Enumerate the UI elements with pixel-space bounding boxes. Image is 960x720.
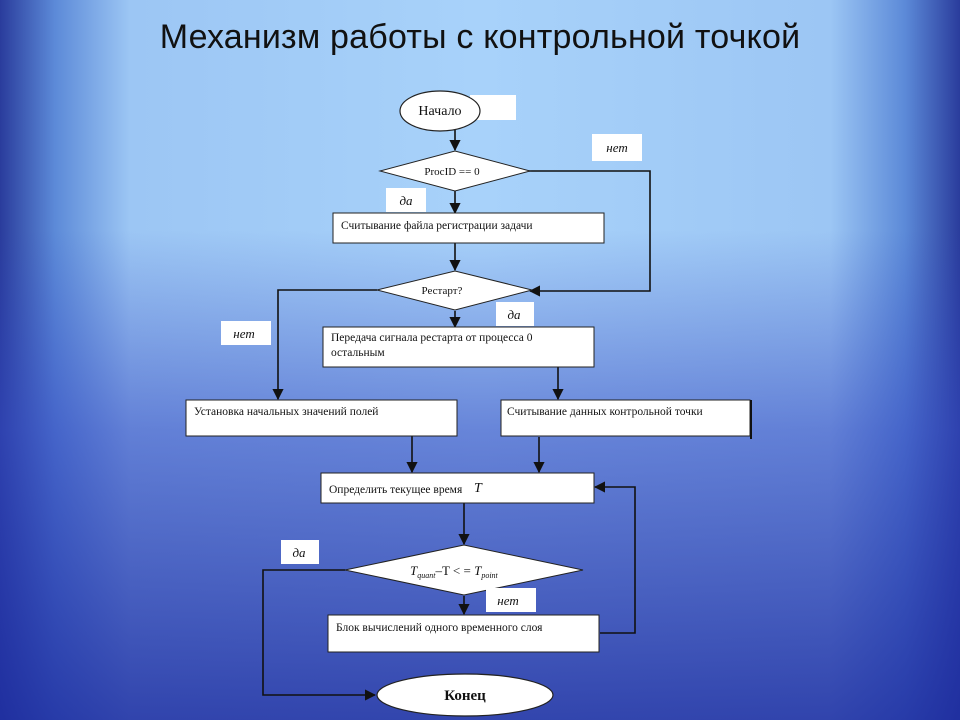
process-pass-signal (322, 326, 595, 368)
decision-time (344, 544, 584, 596)
arrow-procid-no (528, 170, 651, 297)
label-no-2: нет (233, 326, 254, 341)
label-yes-2-bg (496, 302, 534, 326)
process-read-checkpoint (500, 399, 751, 437)
end-label: Конец (444, 688, 486, 704)
decision-procid (378, 150, 532, 192)
process-compute-layer-label: Блок вычислений одного временного слоя (336, 622, 543, 634)
label-yes-1: да (399, 193, 413, 208)
start-label: Начало (418, 104, 461, 119)
process-compute-layer (327, 614, 600, 653)
label-no-3: нет (497, 593, 518, 608)
decision-restart (376, 270, 533, 311)
label-yes-3: да (292, 545, 306, 560)
process-get-time-var: T (474, 481, 483, 496)
decision-restart-label: Рестарт? (422, 285, 463, 297)
end-node (376, 673, 554, 717)
connectors (262, 130, 651, 701)
decision-time-label: Tquant–T < = Tpoint (410, 563, 499, 580)
label-no-2-bg (221, 321, 271, 345)
process-init-fields (185, 399, 458, 437)
arrow-cond-yes (262, 569, 377, 701)
process-init-fields-label: Установка начальных значений полей (194, 406, 378, 418)
process-read-file-label: Считывание файла регистрации задачи (341, 220, 533, 232)
process-get-time-label: Определить текущее время (329, 484, 463, 496)
slide-title: Механизм работы с контрольной точкой (159, 18, 801, 56)
start-node (399, 90, 481, 132)
process-get-time (320, 472, 595, 504)
label-yes-3-bg (281, 540, 319, 564)
label-yes-2: да (507, 307, 521, 322)
process-read-checkpoint-label: Считывание данных контрольной точки (507, 406, 703, 418)
label-no-3-bg (486, 588, 536, 612)
arrow-loop-back (593, 481, 636, 634)
label-no-1-bg (592, 134, 642, 161)
label-yes-1-bg (386, 188, 426, 212)
arrow-restart-no (272, 289, 377, 401)
process-pass-signal-line2: остальным (331, 347, 385, 359)
process-read-file (332, 212, 605, 244)
process-pass-signal-line1: Передача сигнала рестарта от процесса 0 (331, 332, 533, 344)
decision-procid-label: ProcID == 0 (424, 166, 480, 178)
label-no-1: нет (606, 140, 627, 155)
